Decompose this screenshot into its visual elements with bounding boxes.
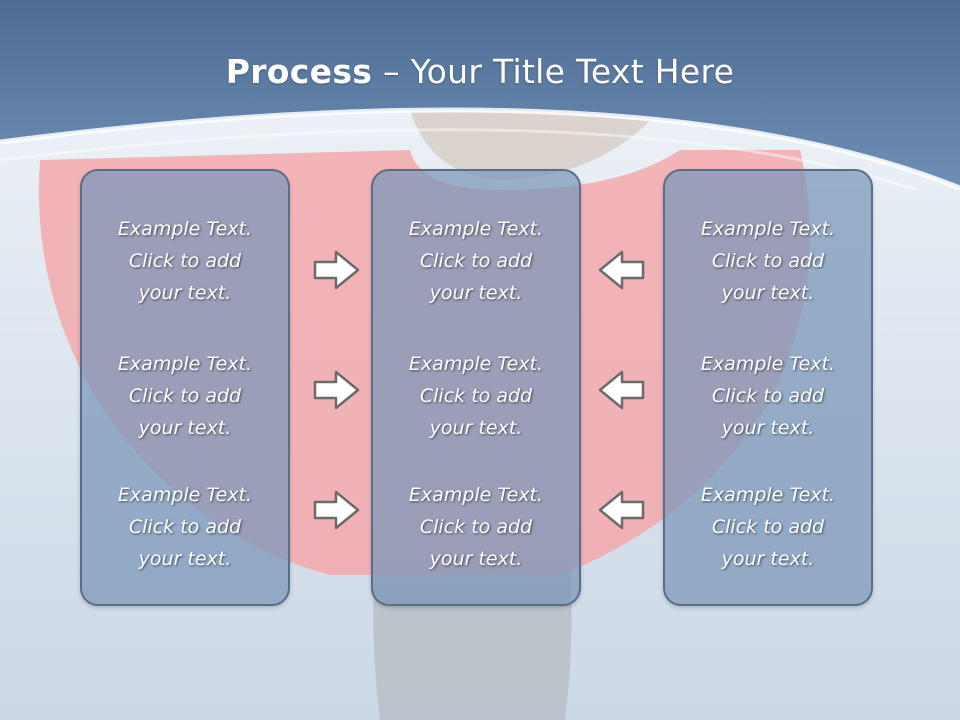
- arrow-right-icon: [313, 250, 360, 290]
- text-line: Example Text.: [700, 484, 836, 506]
- text-line: Click to add: [128, 250, 242, 272]
- text-line: your text.: [138, 548, 232, 570]
- text-block[interactable]: Example Text. Click to add your text.: [373, 479, 579, 575]
- text-line: your text.: [721, 282, 815, 304]
- text-line: Example Text.: [408, 484, 544, 506]
- process-box-center[interactable]: Example Text. Click to add your text. Ex…: [371, 169, 581, 606]
- text-line: Click to add: [128, 385, 242, 407]
- text-block[interactable]: Example Text. Click to add your text.: [665, 479, 871, 575]
- text-line: your text.: [721, 417, 815, 439]
- title-rest: – Your Title Text Here: [372, 52, 735, 91]
- slide-title: Process – Your Title Text Here: [0, 52, 960, 91]
- text-line: Example Text.: [408, 353, 544, 375]
- text-line: Example Text.: [700, 218, 836, 240]
- text-line: Click to add: [419, 250, 533, 272]
- text-line: Click to add: [419, 516, 533, 538]
- process-box-right[interactable]: Example Text. Click to add your text. Ex…: [663, 169, 873, 606]
- text-block[interactable]: Example Text. Click to add your text.: [665, 213, 871, 309]
- text-line: Example Text.: [117, 353, 253, 375]
- text-line: Click to add: [419, 385, 533, 407]
- figure-neck: [410, 110, 660, 180]
- arrow-right-icon: [313, 370, 360, 410]
- text-block[interactable]: Example Text. Click to add your text.: [665, 348, 871, 444]
- text-line: your text.: [429, 548, 523, 570]
- text-block[interactable]: Example Text. Click to add your text.: [82, 348, 288, 444]
- text-line: your text.: [429, 417, 523, 439]
- text-line: Click to add: [711, 250, 825, 272]
- arrow-left-icon: [598, 250, 645, 290]
- text-line: Click to add: [711, 516, 825, 538]
- text-block[interactable]: Example Text. Click to add your text.: [373, 213, 579, 309]
- arrow-left-icon: [598, 490, 645, 530]
- text-line: Example Text.: [117, 484, 253, 506]
- text-line: Click to add: [128, 516, 242, 538]
- text-line: your text.: [429, 282, 523, 304]
- text-line: your text.: [138, 417, 232, 439]
- title-bold: Process: [225, 52, 373, 91]
- text-line: Example Text.: [700, 353, 836, 375]
- text-line: your text.: [721, 548, 815, 570]
- text-line: Click to add: [711, 385, 825, 407]
- text-block[interactable]: Example Text. Click to add your text.: [82, 479, 288, 575]
- text-line: Example Text.: [408, 218, 544, 240]
- text-block[interactable]: Example Text. Click to add your text.: [82, 213, 288, 309]
- header-band: [0, 0, 960, 190]
- text-line: your text.: [138, 282, 232, 304]
- arrow-right-icon: [313, 490, 360, 530]
- arrow-left-icon: [598, 370, 645, 410]
- text-block[interactable]: Example Text. Click to add your text.: [373, 348, 579, 444]
- process-box-left[interactable]: Example Text. Click to add your text. Ex…: [80, 169, 290, 606]
- text-line: Example Text.: [117, 218, 253, 240]
